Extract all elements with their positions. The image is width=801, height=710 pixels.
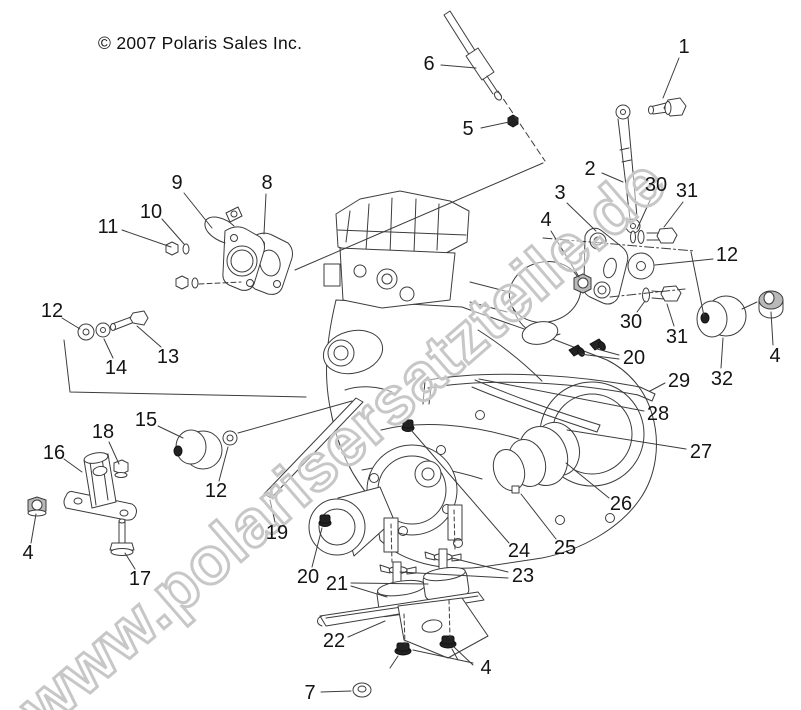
leader-line-26 xyxy=(565,462,610,499)
duct-boot-drawing xyxy=(492,421,581,494)
throttle-cable-drawing xyxy=(443,10,519,128)
leader-line-12-left xyxy=(61,317,81,330)
leader-line-27 xyxy=(566,429,687,450)
leader-line-11 xyxy=(121,229,172,248)
leader-line-4-bottom xyxy=(412,649,474,664)
leader-line-14 xyxy=(103,338,114,359)
copyright-text: © 2007 Polaris Sales Inc. xyxy=(98,33,303,53)
leader-line-1 xyxy=(662,57,680,99)
leader-line-23 xyxy=(451,557,509,573)
leader-line-32 xyxy=(720,337,724,369)
leader-line-20-bottom xyxy=(311,527,323,568)
leader-line-4-right xyxy=(770,311,774,346)
leader-line-20-right xyxy=(596,348,620,356)
leader-line-23 xyxy=(399,571,509,579)
leader-line-13 xyxy=(136,325,162,348)
leader-line-16 xyxy=(63,458,83,473)
leader-line-4-left xyxy=(30,513,37,544)
leader-line-8 xyxy=(263,193,267,235)
rod-drawing xyxy=(263,397,364,499)
leader-line-24 xyxy=(410,429,510,544)
construction-lines xyxy=(63,90,758,645)
leader-line-30-upper xyxy=(636,195,653,230)
leader-line-31-lower xyxy=(666,303,675,327)
leader-line-22 xyxy=(347,620,386,638)
left-bolt-washers-drawing xyxy=(77,310,149,341)
leader-line-7 xyxy=(320,690,352,693)
leader-line-29 xyxy=(649,382,666,392)
leader-line-3 xyxy=(566,202,597,232)
leader-line-21 xyxy=(350,582,429,585)
leader-line-17 xyxy=(124,552,136,570)
front-mount-drawing xyxy=(27,429,238,556)
leader-line-4-bottom xyxy=(453,646,474,666)
leader-line-28 xyxy=(478,378,645,412)
leader-line-25 xyxy=(520,493,557,540)
leader-line-31-upper xyxy=(663,201,684,228)
leader-line-20-right xyxy=(579,353,620,360)
leader-line-5 xyxy=(480,121,510,129)
leader-line-12-right xyxy=(654,258,714,266)
leader-line-19 xyxy=(269,499,276,523)
leader-line-12-mount xyxy=(218,446,229,482)
callout-leader-lines xyxy=(30,57,774,693)
leader-line-18 xyxy=(108,441,120,465)
vent-hoses-drawing xyxy=(422,373,656,433)
leader-line-15 xyxy=(157,425,184,439)
leader-line-9 xyxy=(183,192,213,229)
leader-line-10 xyxy=(161,218,185,245)
intake-elbow-drawing xyxy=(165,206,293,295)
bottom-mount-drawing xyxy=(317,548,489,698)
leader-line-6 xyxy=(440,64,477,69)
leader-line-30-lower xyxy=(636,300,646,313)
leader-line-21 xyxy=(350,585,388,598)
leader-line-2 xyxy=(601,172,624,183)
upper-mount-hardware-drawing xyxy=(573,97,784,338)
engine-assembly-drawing xyxy=(308,190,657,569)
leader-line-4-bracket xyxy=(550,230,580,278)
